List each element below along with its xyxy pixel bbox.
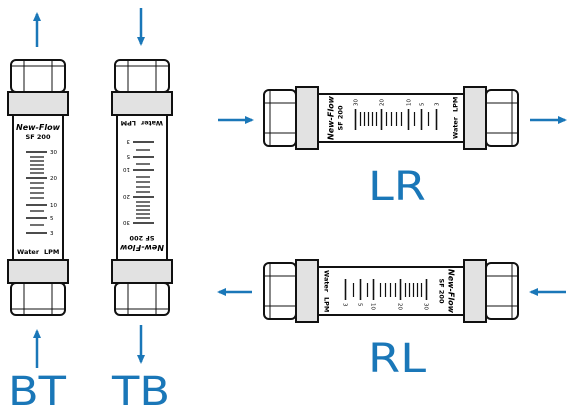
meter-face-tb: New-Flow SF 200 <box>119 119 164 252</box>
model-label-rl: SF 200 <box>438 279 446 304</box>
scale-label-10-bt: 10 <box>50 203 57 209</box>
scale-label-30-lr: 30 <box>354 99 360 106</box>
brand-label-tb: New-Flow <box>119 243 164 252</box>
model-label-tb: SF 200 <box>129 234 154 242</box>
brand-label-lr: New-Flow <box>327 95 336 140</box>
scale-lr: 30 20 10 5 3 <box>354 99 441 130</box>
scale-label-10-lr: 10 <box>407 99 413 106</box>
brand-label-bt: New-Flow <box>16 123 61 132</box>
left-nut-rl <box>263 262 297 320</box>
scale-label-30-bt: 30 <box>50 150 57 156</box>
scale-label-20-lr: 20 <box>380 99 386 106</box>
scale-tb: 30 20 10 5 3 <box>123 138 154 225</box>
scale-label-3-bt: 3 <box>50 231 54 237</box>
right-collar-rl <box>463 259 487 323</box>
scale-label-10-rl: 10 <box>370 303 376 310</box>
top-nut-bt <box>10 59 66 93</box>
fluid-label-tb: Water <box>140 119 163 127</box>
scale-label-30-rl: 30 <box>423 303 429 310</box>
scale-label-20-tb: 20 <box>123 193 130 199</box>
scale-label-3-rl: 3 <box>342 303 348 307</box>
right-nut-lr <box>485 89 519 147</box>
orientation-label-lr: LR <box>368 164 426 210</box>
bottom-collar-bt <box>7 259 69 284</box>
scale-label-30-tb: 30 <box>123 219 130 225</box>
bottom-nut-tb <box>114 282 170 316</box>
meter-lr: New-Flow SF 200 <box>218 86 567 210</box>
meter-bt: New-Flow SF 200 30 20 <box>7 12 69 415</box>
fluid-label-rl: Water <box>323 270 331 293</box>
right-collar-lr <box>463 86 487 150</box>
orientation-label-bt: BT <box>8 369 67 410</box>
scale-label-20-bt: 20 <box>50 176 57 182</box>
orientation-label-rl: RL <box>368 336 427 382</box>
left-collar-lr <box>295 86 319 150</box>
scale-label-5-tb: 5 <box>126 153 130 159</box>
top-collar-tb <box>111 91 173 116</box>
right-nut-rl <box>485 262 519 320</box>
scale-label-3-tb: 3 <box>126 138 130 144</box>
left-nut-lr <box>263 89 297 147</box>
scale-label-5-rl: 5 <box>357 303 363 307</box>
scale-label-3-lr: 3 <box>435 102 441 106</box>
unit-label-bt: LPM <box>44 248 59 256</box>
meter-tb: New-Flow SF 200 <box>111 8 173 415</box>
bottom-nut-bt <box>10 282 66 316</box>
model-label-bt: SF 200 <box>26 133 51 141</box>
scale-label-5-lr: 5 <box>420 102 426 106</box>
left-collar-rl <box>295 259 319 323</box>
scale-label-20-rl: 20 <box>397 303 403 310</box>
top-nut-tb <box>114 59 170 93</box>
bottom-collar-tb <box>111 259 173 284</box>
meter-face-rl: New-Flow SF 200 <box>323 269 456 314</box>
orientation-label-tb: TB <box>111 369 170 410</box>
scale-label-5-bt: 5 <box>50 216 54 222</box>
fluid-label-lr: Water <box>452 116 460 139</box>
unit-label-tb: LPM <box>121 119 136 127</box>
unit-label-rl: LPM <box>323 297 331 312</box>
model-label-lr: SF 200 <box>337 105 345 130</box>
unit-label-lr: LPM <box>452 97 460 112</box>
top-collar-bt <box>7 91 69 116</box>
meter-face-lr: New-Flow SF 200 <box>327 95 460 140</box>
scale-rl: 30 20 10 5 3 <box>342 279 429 310</box>
meter-rl: New-Flow SF 200 <box>217 259 566 382</box>
scale-bt: 30 20 10 5 3 <box>26 150 57 237</box>
fluid-label-bt: Water <box>17 248 40 256</box>
brand-label-rl: New-Flow <box>447 269 456 314</box>
scale-label-10-tb: 10 <box>123 166 130 172</box>
